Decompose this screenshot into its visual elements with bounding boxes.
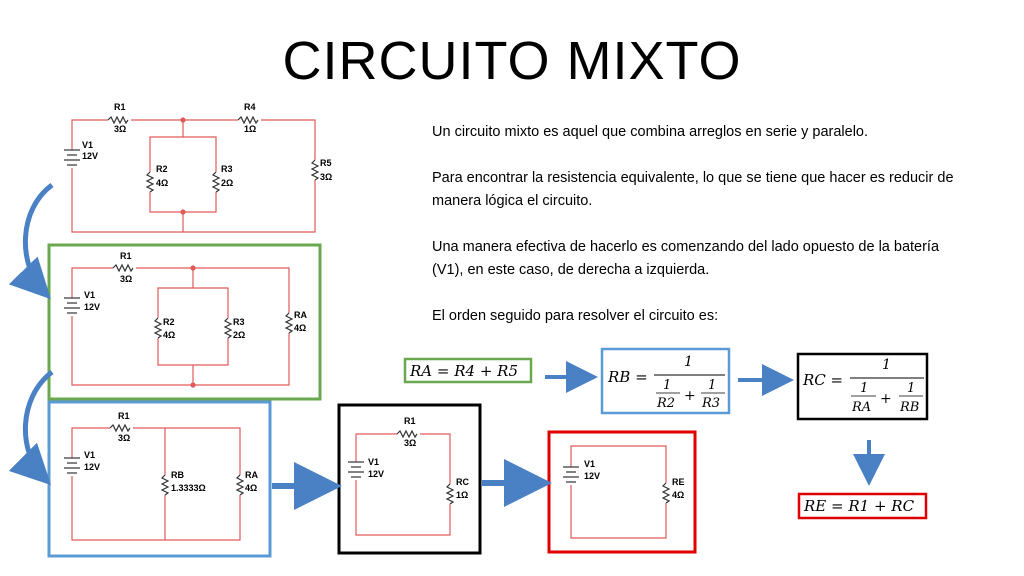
paragraph-strategy: Una manera efectiva de hacerlo es comenz… (432, 239, 940, 278)
c1-v1-value: 12V (82, 151, 98, 161)
c1-r5-label: R5 (320, 158, 332, 168)
c2-r3-label: R3 (233, 317, 245, 327)
circuit-green (64, 263, 294, 388)
eq-rc-plus: + (880, 391, 892, 407)
slide-title: CIRCUITO MIXTO (282, 31, 742, 91)
eq-rb-plus: + (684, 388, 696, 404)
eq-rb-lhs: RB = (607, 368, 648, 386)
circuit-blue (64, 423, 245, 541)
eq-rb-num: 1 (684, 354, 693, 370)
c3-rb-label: RB (171, 470, 184, 480)
c2-v1-label: V1 (84, 290, 95, 300)
c1-r5-value: 3Ω (320, 172, 332, 182)
c5-v1-value: 12V (584, 471, 600, 481)
circuit-original-labels: R1 3Ω R4 1Ω V1 12V R2 4Ω R3 2Ω R5 3Ω (82, 102, 332, 188)
eq-rc-num: 1 (882, 357, 891, 373)
c5-re-value: 4Ω (672, 490, 684, 500)
c3-v1-label: V1 (84, 450, 95, 460)
circuit-blue-labels: R1 3Ω V1 12V RB 1.3333Ω RA 4Ω (84, 411, 258, 493)
frame-green (47, 243, 322, 401)
c1-r3-label: R3 (221, 164, 233, 174)
frame-blue (47, 400, 272, 558)
c4-rc-label: RC (456, 477, 469, 487)
eq-rc-t2-num: 1 (907, 381, 915, 396)
c5-re-label: RE (672, 477, 685, 487)
c2-r1-value: 3Ω (120, 274, 132, 284)
eq-rc-t1-num: 1 (860, 381, 868, 396)
eq-rc-box (796, 352, 929, 421)
circuit-red (563, 445, 671, 539)
c3-ra-label: RA (245, 470, 258, 480)
eq-rb-t2-den: R3 (701, 396, 720, 411)
c3-rb-value: 1.3333Ω (171, 483, 206, 493)
c2-ra-value: 4Ω (294, 323, 306, 333)
c1-r3-value: 2Ω (221, 178, 233, 188)
c4-r1-value: 3Ω (404, 438, 416, 448)
c3-v1-value: 12V (84, 462, 100, 472)
circuit-original (64, 115, 320, 233)
c1-r4-value: 1Ω (244, 124, 256, 134)
c2-r3-value: 2Ω (233, 330, 245, 340)
eq-rb-t2-num: 1 (708, 378, 716, 393)
c2-r2-value: 4Ω (163, 330, 175, 340)
eq-ra: RA = R4 + R5 (409, 362, 518, 380)
eq-rc-lhs: RC = (802, 371, 843, 389)
circuit-red-labels: V1 12V RE 4Ω (584, 459, 685, 500)
eq-ra-box (403, 357, 533, 384)
c5-v1-label: V1 (584, 459, 595, 469)
c1-r1-value: 3Ω (114, 124, 126, 134)
c4-v1-value: 12V (368, 469, 384, 479)
circuit-green-labels: R1 3Ω V1 12V R2 4Ω R3 2Ω RA 4Ω (84, 251, 307, 340)
c4-rc-value: 1Ω (456, 490, 468, 500)
paragraph-method: Para encontrar la resistencia equivalent… (432, 170, 954, 209)
eq-rb-t1-den: R2 (656, 396, 675, 411)
eq-re: RE = R1 + RC (803, 497, 915, 515)
c3-r1-label: R1 (118, 411, 130, 421)
eq-rb-t1-num: 1 (663, 378, 671, 393)
c1-r4-label: R4 (244, 102, 256, 112)
c1-r1-label: R1 (114, 102, 126, 112)
c3-ra-value: 4Ω (245, 483, 257, 493)
c1-v1-label: V1 (82, 140, 93, 150)
eq-rc-t2-den: RB (899, 400, 919, 415)
c3-r1-value: 3Ω (118, 433, 130, 443)
c1-r2-label: R2 (156, 164, 168, 174)
c2-v1-value: 12V (84, 302, 100, 312)
eq-rc-t1-den: RA (851, 400, 871, 415)
curve-arrow-1 (8, 182, 54, 300)
eq-re-box (797, 492, 928, 520)
paragraph-definition: Un circuito mixto es aquel que combina a… (432, 124, 869, 140)
eq-rb-box (600, 347, 731, 415)
circuit-black (348, 429, 455, 536)
c2-r2-label: R2 (163, 317, 175, 327)
c4-r1-label: R1 (404, 416, 416, 426)
paragraph-order: El orden seguido para resolver el circui… (432, 308, 719, 324)
c2-ra-label: RA (294, 310, 307, 320)
c4-v1-label: V1 (368, 457, 379, 467)
c2-r1-label: R1 (120, 251, 132, 261)
curve-arrow-2 (8, 370, 54, 486)
circuit-black-labels: R1 3Ω V1 12V RC 1Ω (368, 416, 469, 500)
c1-r2-value: 4Ω (156, 178, 168, 188)
